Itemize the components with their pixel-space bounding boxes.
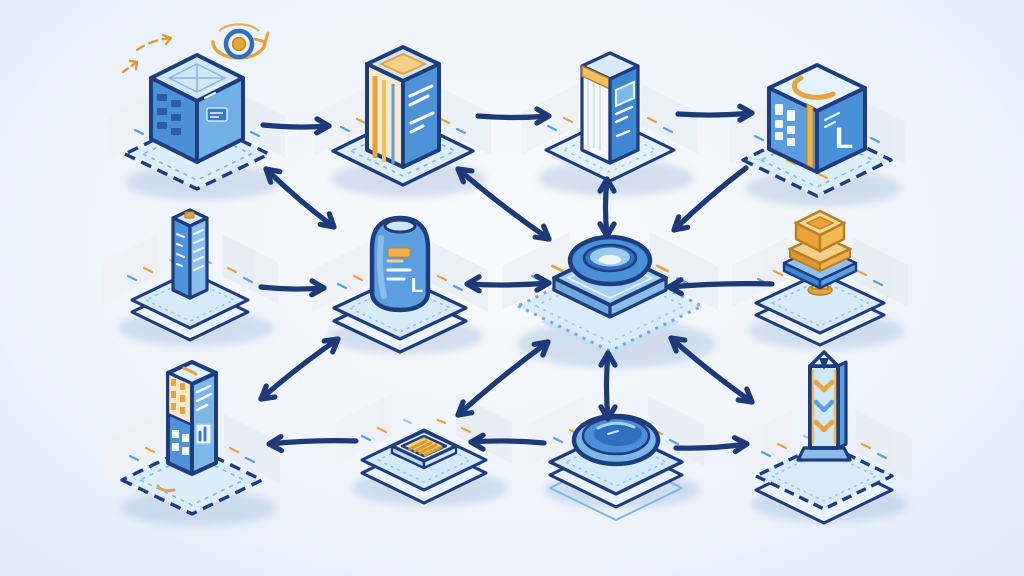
arrow-manual-book-to-cube-l xyxy=(675,103,755,123)
arrow-gold-stack-to-hub xyxy=(666,277,775,297)
arrow-hub-obelisk xyxy=(668,335,755,405)
arrow-jar-tower xyxy=(258,336,341,402)
arrow-hub-waffle xyxy=(455,339,551,418)
arrow-pillar-to-jar xyxy=(258,278,327,298)
arrow-hub-disc xyxy=(598,350,618,422)
nodes-layer xyxy=(102,24,912,526)
arrow-jar-hub xyxy=(464,273,552,294)
node-tower xyxy=(104,362,280,526)
arrow-book-server-hub xyxy=(455,166,552,242)
arrow-manual-book-hub xyxy=(597,176,617,239)
arrow-disc-to-obelisk xyxy=(673,435,750,455)
arrow-server-cube-jar xyxy=(263,166,337,230)
node-obelisk xyxy=(736,352,912,523)
node-gold-stack xyxy=(732,211,908,349)
node-server-cube xyxy=(109,24,285,200)
node-manual-book xyxy=(522,53,698,196)
arrow-server-cube-to-book-server xyxy=(260,116,332,136)
arrow-book-server-to-manual-book xyxy=(475,106,552,126)
node-waffle-chip xyxy=(336,394,512,506)
arrow-disc-to-waffle xyxy=(468,432,547,452)
node-pillar xyxy=(102,210,278,346)
arrow-cube-l-to-hub xyxy=(671,165,749,233)
node-cube-l xyxy=(729,65,905,206)
arrow-waffle-to-tower xyxy=(266,434,359,454)
edges-layer xyxy=(258,103,775,455)
node-disc xyxy=(528,396,704,520)
node-jar xyxy=(312,218,488,354)
